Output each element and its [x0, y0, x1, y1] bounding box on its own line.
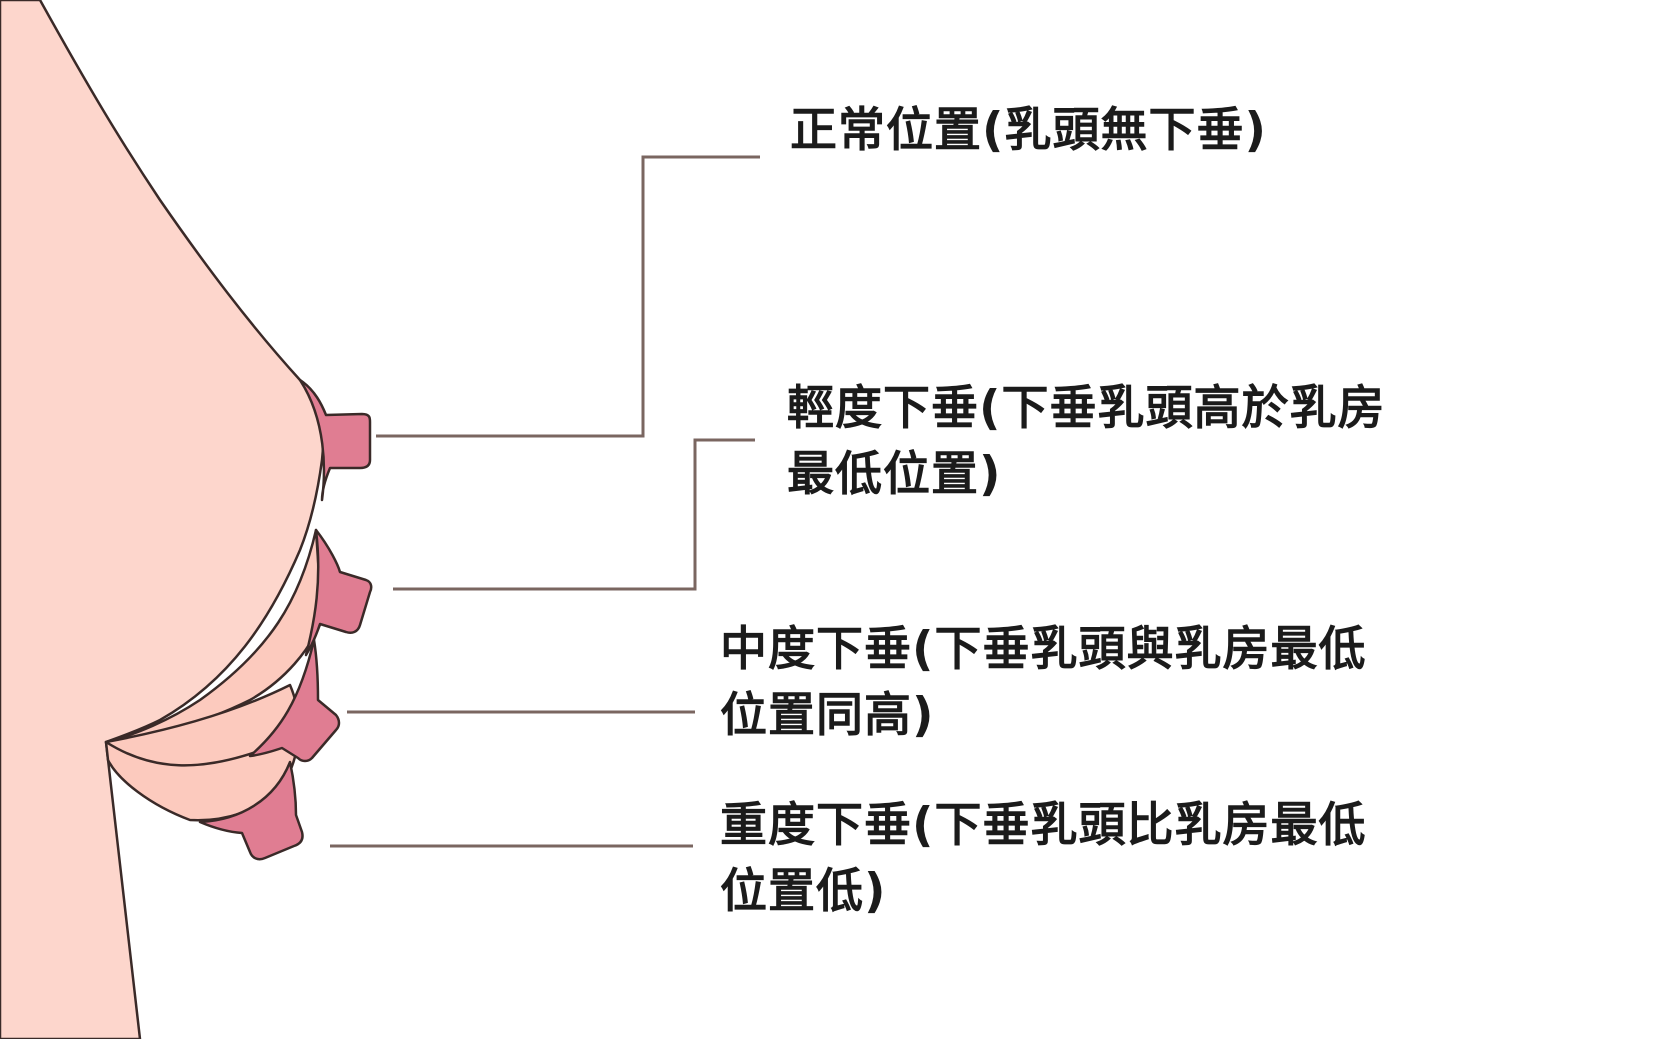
- label-normal-position: 正常位置(乳頭無下垂): [790, 98, 1267, 164]
- nipple-normal: [298, 378, 372, 502]
- torso-silhouette: [0, 0, 325, 1039]
- label-severe-line1: 重度下垂(下垂乳頭比乳房最低: [720, 798, 1367, 853]
- nipple-severe: [198, 760, 304, 861]
- nipple-moderate: [248, 638, 341, 763]
- label-normal-line1: 正常位置(乳頭無下垂): [790, 103, 1267, 158]
- label-moderate-line1: 中度下垂(下垂乳頭與乳房最低: [720, 622, 1367, 677]
- label-mild-line2: 最低位置): [787, 447, 1002, 502]
- label-moderate-line2: 位置同高): [720, 688, 935, 743]
- label-severe-ptosis: 重度下垂(下垂乳頭比乳房最低 位置低): [720, 793, 1366, 925]
- label-severe-line2: 位置低): [720, 864, 887, 919]
- label-mild-ptosis: 輕度下垂(下垂乳頭高於乳房 最低位置): [787, 376, 1385, 508]
- leader-line-mild: [393, 438, 755, 591]
- label-moderate-ptosis: 中度下垂(下垂乳頭與乳房最低 位置同高): [720, 617, 1366, 749]
- label-mild-line1: 輕度下垂(下垂乳頭高於乳房: [787, 381, 1386, 436]
- leader-line-normal: [376, 155, 760, 438]
- nipple-mild: [304, 528, 373, 657]
- droop-fold-line: [105, 740, 276, 767]
